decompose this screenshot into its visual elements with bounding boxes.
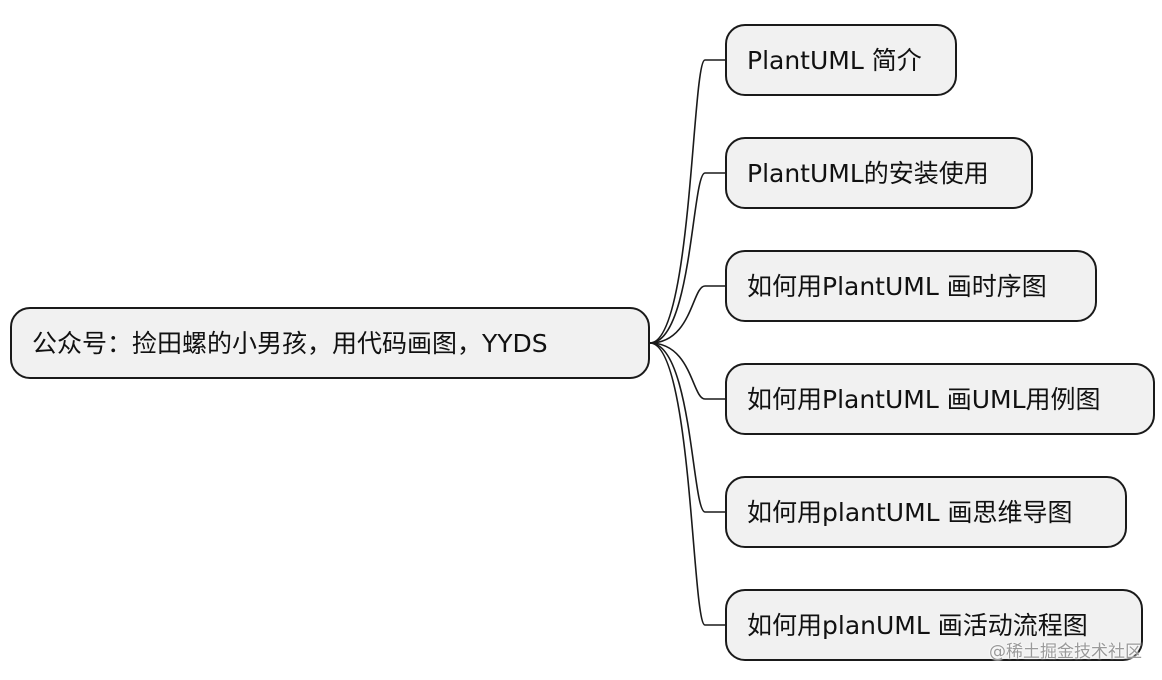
child-node-label: PlantUML 简介 [747,45,922,75]
child-node-label: 如何用PlantUML 画时序图 [747,271,1047,301]
child-node-plantuml-intro: PlantUML 简介 [725,24,957,96]
watermark: @稀土掘金技术社区 [989,642,1142,662]
connector-line-1 [649,172,725,344]
connector-line-4 [649,342,725,513]
root-node: 公众号：捡田螺的小男孩，用代码画图，YYDS [10,307,650,379]
connector-line-3 [649,342,725,400]
child-node-label: 如何用PlantUML 画UML用例图 [747,384,1101,414]
connector-line-5 [649,342,725,626]
connector-line-2 [649,285,725,344]
child-node-mind-map: 如何用plantUML 画思维导图 [725,476,1127,548]
child-node-label: 如何用plantUML 画思维导图 [747,497,1073,527]
child-node-label: PlantUML的安装使用 [747,158,989,188]
child-node-sequence-diagram: 如何用PlantUML 画时序图 [725,250,1097,322]
child-node-use-case-diagram: 如何用PlantUML 画UML用例图 [725,363,1155,435]
root-node-label: 公众号：捡田螺的小男孩，用代码画图，YYDS [32,328,548,358]
child-node-activity-diagram: 如何用planUML 画活动流程图 [725,589,1143,661]
child-node-label: 如何用planUML 画活动流程图 [747,610,1088,640]
child-node-install-usage: PlantUML的安装使用 [725,137,1033,209]
connector-line-0 [649,59,725,344]
